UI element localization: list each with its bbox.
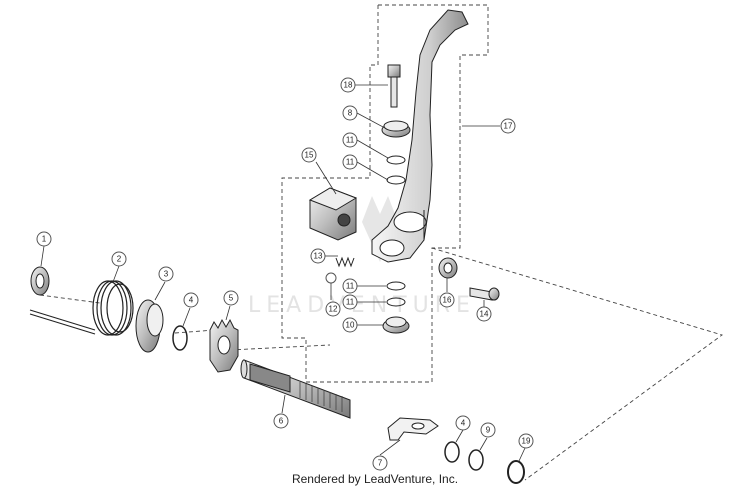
callout-11-c-label: 11 [346, 282, 355, 291]
callout-19: 19 [518, 433, 534, 449]
washer-4-right [444, 441, 460, 463]
callout-11-c: 11 [342, 278, 358, 294]
washer-9 [468, 449, 484, 471]
callout-11-b: 11 [342, 154, 358, 170]
assembly-boundaries [39, 4, 723, 481]
callout-12-label: 12 [329, 305, 338, 314]
callout-14-label: 14 [480, 310, 489, 319]
bushing-16 [438, 257, 458, 279]
callout-19-label: 19 [522, 437, 531, 446]
callout-13-label: 13 [314, 252, 323, 261]
callout-5: 5 [223, 290, 239, 306]
callout-2-label: 2 [117, 255, 122, 264]
callout-16: 16 [439, 292, 455, 308]
washers-lower [382, 281, 410, 334]
callout-15: 15 [301, 147, 317, 163]
callout-8: 8 [342, 105, 358, 121]
footer-credit: Rendered by LeadVenture, Inc. [291, 472, 459, 486]
callout-13: 13 [310, 248, 326, 264]
callout-18-label: 18 [344, 81, 353, 90]
block-15 [308, 187, 358, 241]
callout-2: 2 [111, 251, 127, 267]
collar-8 [381, 120, 411, 138]
kick-shaft-6 [240, 359, 351, 419]
callout-14: 14 [476, 306, 492, 322]
callout-4-left-label: 4 [189, 296, 194, 305]
callout-10-label: 10 [346, 321, 355, 330]
callout-17: 17 [500, 118, 516, 134]
callout-7-label: 7 [378, 459, 383, 468]
kick-lever [371, 9, 469, 263]
callout-1-label: 1 [42, 235, 47, 244]
callout-11-d-label: 11 [346, 298, 355, 307]
washer-1 [30, 266, 50, 296]
callout-11-a: 11 [342, 132, 358, 148]
callout-1: 1 [36, 231, 52, 247]
spring-seat-3 [135, 299, 164, 353]
callout-6-label: 6 [279, 417, 284, 426]
stopper-plate-7 [387, 417, 439, 441]
spring-2 [29, 280, 134, 336]
callout-12: 12 [325, 301, 341, 317]
callout-3-label: 3 [164, 270, 169, 279]
callout-11-b-label: 11 [346, 158, 355, 167]
callout-4-left: 4 [183, 292, 199, 308]
callout-9-label: 9 [486, 426, 491, 435]
callout-17-label: 17 [504, 122, 513, 131]
leader-lines [40, 84, 526, 462]
ratchet-gear-5 [209, 318, 239, 373]
callout-10: 10 [342, 317, 358, 333]
spring-13 [335, 256, 355, 268]
ball-12 [325, 272, 337, 284]
callout-11-d: 11 [342, 294, 358, 310]
callout-6: 6 [273, 413, 289, 429]
callout-9: 9 [480, 422, 496, 438]
callout-16-label: 16 [443, 296, 452, 305]
bolt-18 [387, 64, 401, 108]
callout-18: 18 [340, 77, 356, 93]
washers-upper [386, 155, 406, 185]
watermark-logo [362, 196, 398, 262]
washer-4-left [172, 325, 188, 351]
watermark-text: LEADVENTURE [248, 293, 476, 318]
callout-8-label: 8 [348, 109, 353, 118]
callout-4-right: 4 [455, 415, 471, 431]
bolt-14 [469, 287, 500, 301]
callout-5-label: 5 [229, 294, 234, 303]
callout-3: 3 [158, 266, 174, 282]
callout-15-label: 15 [305, 151, 314, 160]
callout-11-a-label: 11 [346, 136, 355, 145]
watermark: LEADVENTURE [248, 196, 476, 318]
circlip-19 [507, 460, 525, 484]
callout-7: 7 [372, 455, 388, 471]
callout-4-right-label: 4 [461, 419, 466, 428]
